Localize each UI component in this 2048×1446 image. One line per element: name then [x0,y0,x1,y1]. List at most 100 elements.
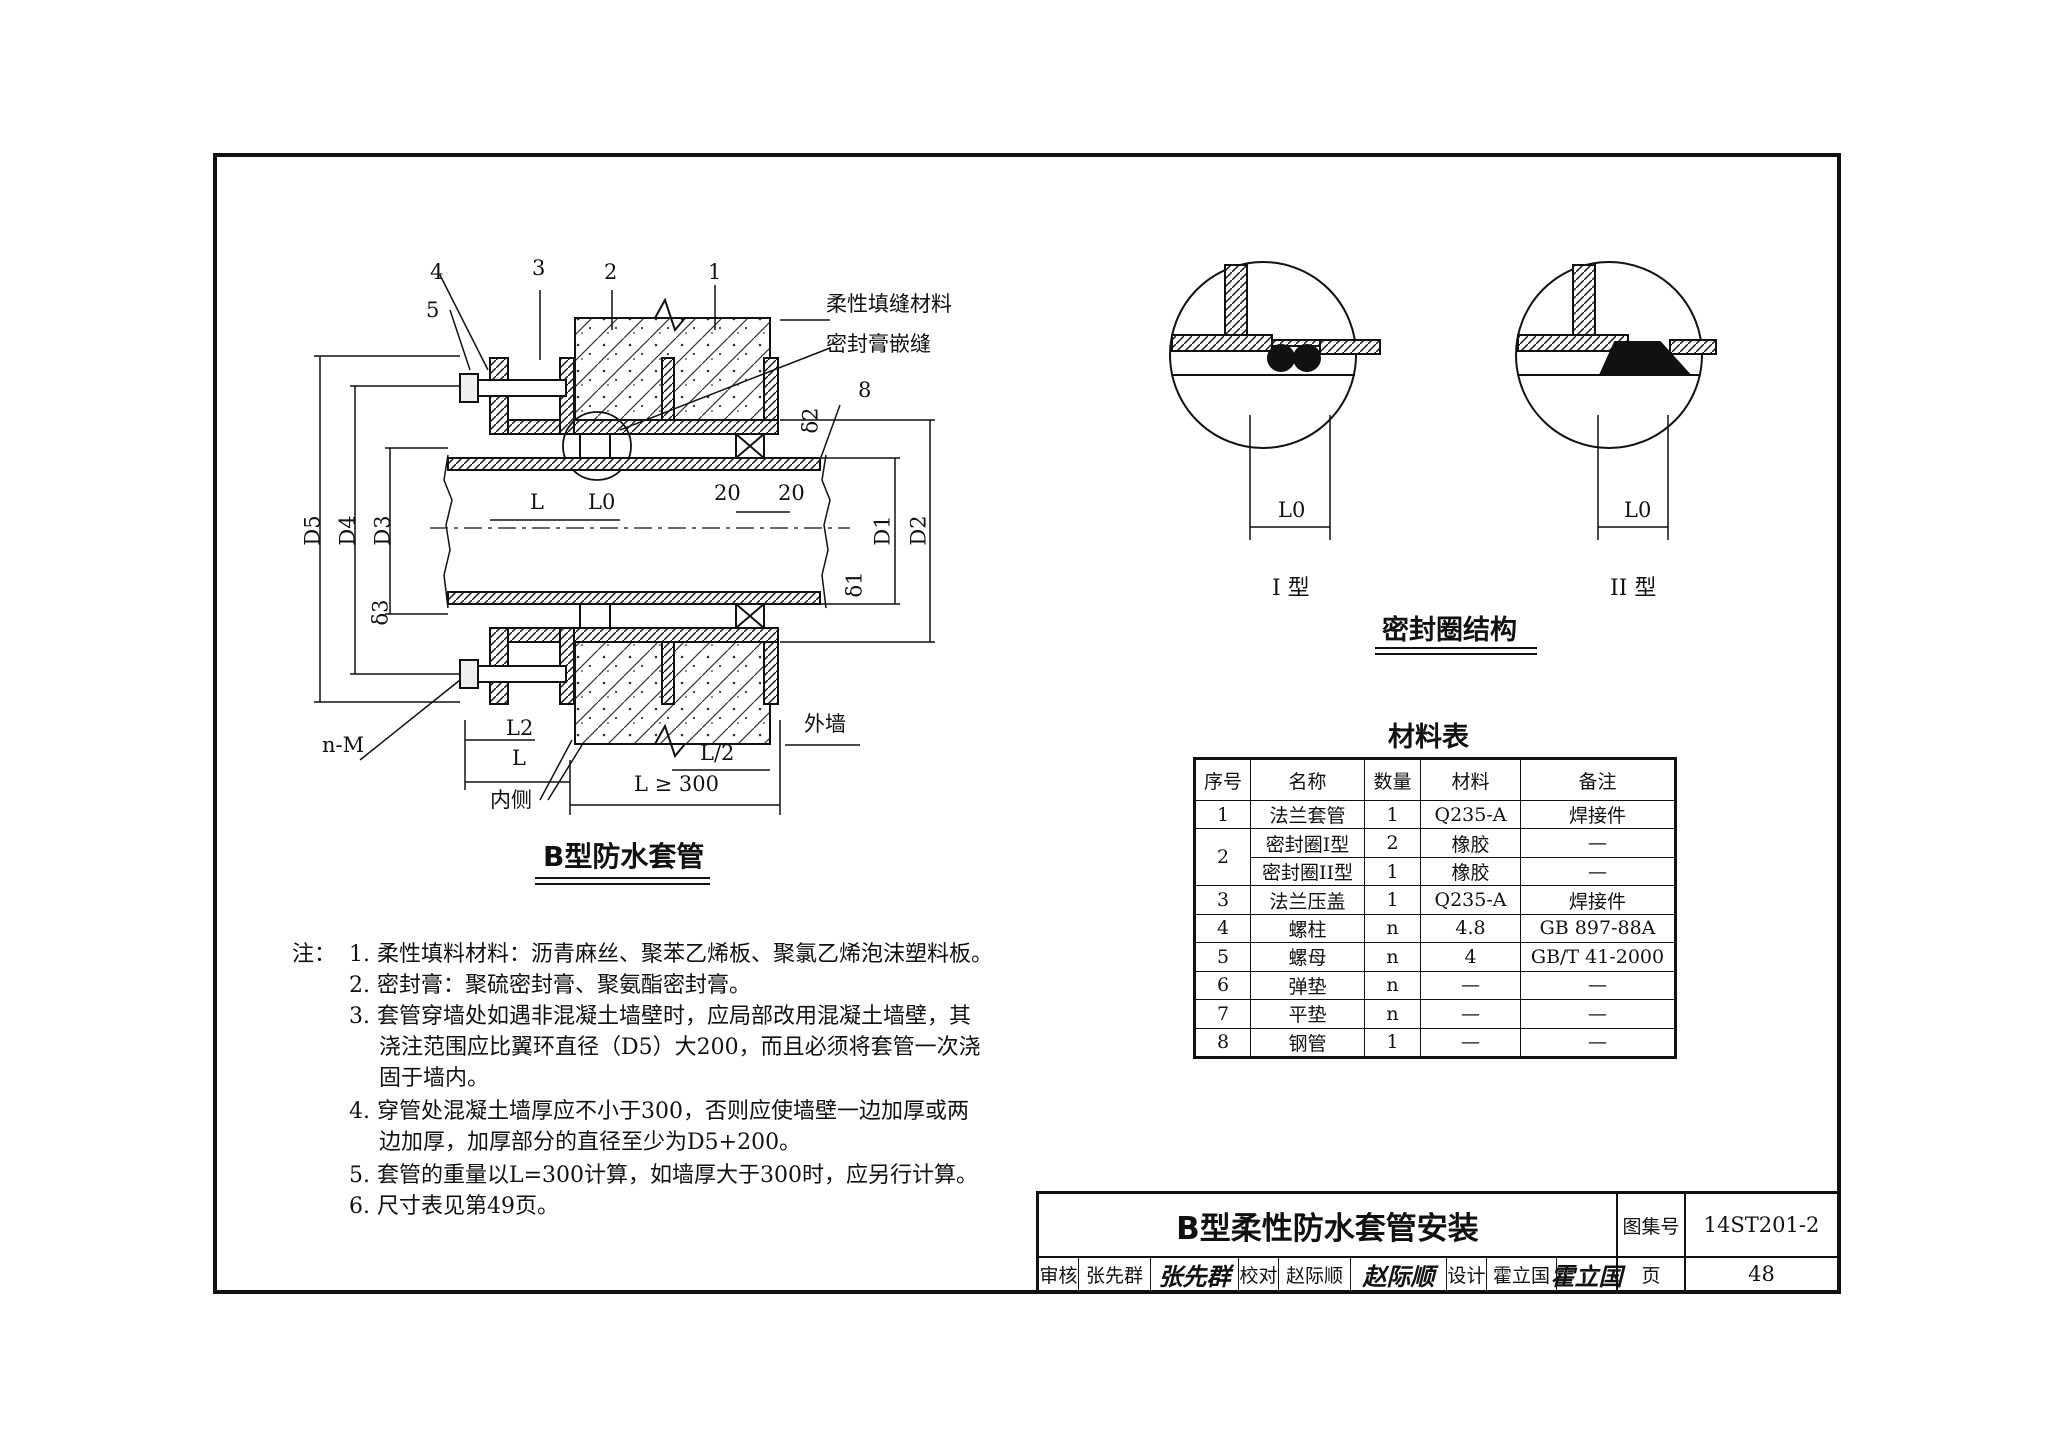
item-number-1: 1 [708,260,722,284]
header-material: 材料 [1420,758,1521,801]
cell-name: 螺母 [1250,942,1365,972]
cell-name: 平垫 [1250,999,1365,1029]
bolts-label: n-M [322,733,365,757]
cell-name: 法兰压盖 [1250,885,1365,915]
item-number-2: 2 [604,260,618,284]
cell-name: 弹垫 [1250,970,1365,1001]
table-header-row: 序号 名称 数量 材料 备注 [1194,758,1676,801]
cell-seq: 5 [1194,942,1251,972]
cell-seq: 7 [1194,999,1251,1029]
cell-remark: GB 897-88A [1520,913,1676,944]
cell-remark: — [1520,999,1676,1029]
cell-remark: — [1520,856,1676,887]
cell-seq: 6 [1194,970,1251,1001]
dim-L2: L2 [506,716,534,740]
sealant-callout: 密封膏嵌缝 [826,332,931,356]
cell-seq: 4 [1194,913,1251,944]
bolts [459,373,567,689]
seal-detail-type-1 [1169,261,1381,540]
table-row: 7 平垫 n — — [1194,999,1676,1029]
cell-material: 4.8 [1420,913,1521,944]
table-row: 5 螺母 n 4 GB/T 41-2000 [1194,942,1676,972]
page-label: 页 [1618,1258,1686,1290]
cell-qty: 1 [1364,1027,1421,1058]
table-row: 8 钢管 1 — — [1194,1027,1676,1058]
seal-type-2-label: II 型 [1610,576,1657,601]
cell-qty: n [1364,999,1421,1029]
note-line: 1. 柔性填料材料：沥青麻丝、聚苯乙烯板、聚氯乙烯泡沫塑料板。 [349,942,993,967]
dim-L-lower: L [512,746,526,770]
detail-figure-title: 密封圈结构 [1382,615,1517,646]
cell-seq: 3 [1194,885,1251,915]
dim-D3: D3 [370,515,395,546]
page-number: 48 [1748,1262,1775,1286]
header-name: 名称 [1250,758,1365,801]
cell-material: — [1420,999,1521,1029]
dim-D4: D4 [335,515,360,546]
leader-lines [359,274,860,801]
table-row: 密封圈II型 1 橡胶 — [1195,856,1676,887]
item-number-4: 4 [430,260,444,284]
note-line: 边加厚，加厚部分的直径至少为D5+200。 [379,1130,802,1155]
note-line: 4. 穿管处混凝土墙厚应不小于300，否则应使墙壁一边加厚或两 [349,1099,969,1124]
item-number-8: 8 [858,378,872,402]
note-line: 5. 套管的重量以L=300计算，如墙厚大于300时，应另行计算。 [349,1163,979,1188]
flange-gland [489,357,561,705]
item-number-3: 3 [532,256,546,280]
table-row: 1 法兰套管 1 Q235-A 焊接件 [1194,799,1676,830]
seal-type-1-label: I 型 [1272,576,1310,601]
atlas-number: 14ST201-2 [1686,1194,1837,1258]
note-line: 浇注范围应比翼环直径（D5）大200，而且必须将套管一次浇 [379,1035,981,1060]
dim-L-half: L/2 [700,741,735,765]
cell-remark: — [1520,828,1676,858]
header-seq: 序号 [1194,758,1251,801]
cell-seq: 1 [1194,799,1251,830]
seal-detail-type-2 [1515,261,1717,540]
cell-qty: n [1364,913,1421,944]
cell-material: — [1420,970,1521,1001]
detail-dim-L0-2: L0 [1624,498,1652,522]
dim-delta1: δ1 [842,571,867,598]
item-number-5: 5 [426,298,440,322]
title-block: B型柔性防水套管安装 图集号 14ST201-2 审核 张先群 张先群 校对 赵… [1036,1191,1837,1291]
outer-wall-label: 外墙 [804,712,846,736]
cell-material: 橡胶 [1420,856,1521,887]
cell-seq: 2 [1194,828,1251,887]
filler-callout: 柔性填缝材料 [826,292,952,316]
reviewer-name: 张先群 [1079,1258,1151,1290]
cell-seq: 8 [1194,1027,1251,1058]
inner-side-label: 内侧 [490,788,532,812]
main-figure-title: B型防水套管 [543,840,705,873]
dim-delta3: δ3 [368,599,393,626]
cell-name: 螺柱 [1250,913,1365,944]
cell-remark: 焊接件 [1520,885,1676,915]
dim-gap-2: 20 [778,481,805,505]
dim-L-min: L ≥ 300 [634,772,719,796]
cell-material: Q235-A [1420,799,1521,830]
detail-circle-marker [562,411,632,481]
cell-remark: GB/T 41-2000 [1520,942,1676,972]
cell-material: Q235-A [1420,885,1521,915]
cell-remark: 焊接件 [1520,799,1676,830]
cell-name: 法兰套管 [1250,799,1365,830]
seal-rings [579,433,765,629]
notes-label: 注： [292,942,337,967]
header-qty: 数量 [1364,758,1421,801]
cell-name: 钢管 [1250,1027,1365,1058]
cell-qty: 1 [1364,856,1421,887]
cell-qty: 1 [1364,885,1421,915]
dim-L0: L0 [588,490,616,514]
cell-qty: n [1364,942,1421,972]
dim-D2: D2 [906,515,931,546]
materials-table: 序号 名称 数量 材料 备注 1 法兰套管 1 Q235-A 焊接件 2 密封圈… [1193,757,1677,1059]
drawing-frame [213,153,1841,1294]
dim-D1: D1 [870,515,895,546]
designer-name: 霍立国 [1487,1258,1557,1290]
review-label: 审核 [1039,1258,1079,1290]
designer-signature: 霍立国 [1551,1258,1623,1291]
cell-material: — [1420,1027,1521,1058]
note-line: 3. 套管穿墙处如遇非混凝土墙壁时，应局部改用混凝土墙壁，其 [349,1004,971,1029]
dim-delta2: δ2 [798,407,823,434]
checker-name: 赵际顺 [1279,1258,1351,1290]
